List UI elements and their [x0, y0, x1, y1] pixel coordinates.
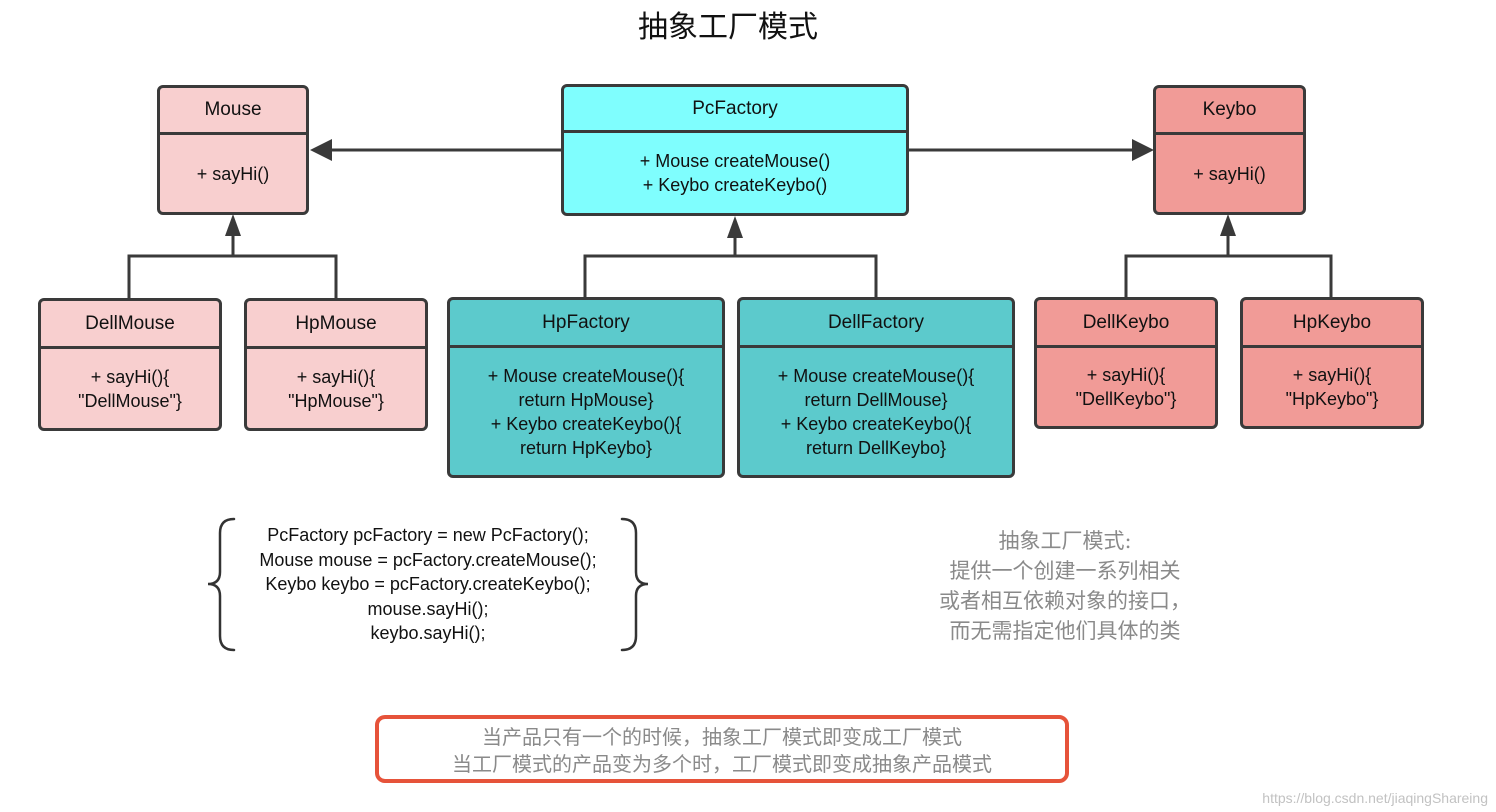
class-dellkeybo[interactable]: DellKeybo + sayHi(){ "DellKeybo"}	[1034, 297, 1218, 429]
association-arrowhead-keybo	[1132, 139, 1154, 161]
method-line: + Keybo createKeybo(){	[490, 413, 682, 434]
inheritance-keybo-connector	[1124, 234, 1333, 298]
class-name: HpMouse	[247, 301, 425, 349]
method-line: + Keybo createKeybo()	[642, 175, 828, 195]
method-line: + sayHi(){	[1292, 365, 1372, 385]
method-line: "DellMouse"}	[78, 390, 182, 411]
note-line: 当产品只有一个的时候，抽象工厂模式即变成工厂模式	[482, 725, 962, 749]
method-line: "DellKeybo"}	[1075, 389, 1177, 409]
method-line: + sayHi()	[196, 163, 270, 184]
class-methods: + sayHi()	[160, 135, 306, 212]
code-line: keybo.sayHi();	[370, 623, 486, 643]
code-line: Keybo keybo = pcFactory.createKeybo();	[265, 574, 591, 594]
code-right-brace	[620, 517, 649, 652]
note-line: 当工厂模式的产品变为多个时，工厂模式即变成抽象产品模式	[452, 752, 992, 776]
inheritance-factory-connector	[583, 236, 878, 298]
class-dellmouse[interactable]: DellMouse + sayHi(){ "DellMouse"}	[38, 298, 222, 431]
class-name: Keybo	[1156, 88, 1303, 135]
method-line: return DellMouse}	[804, 389, 948, 410]
class-mouse[interactable]: Mouse + sayHi()	[157, 85, 309, 215]
inheritance-arrowhead-keybo	[1220, 214, 1236, 236]
class-methods: + Mouse createMouse(){ return HpMouse} +…	[450, 348, 722, 475]
class-methods: + Mouse createMouse() + Keybo createKeyb…	[564, 133, 906, 213]
pattern-description: 抽象工厂模式: 提供一个创建一系列相关 或者相互依赖对象的接口， 而无需指定他们…	[900, 526, 1230, 646]
method-line: + Mouse createMouse(){	[777, 365, 975, 386]
class-name: DellMouse	[41, 301, 219, 349]
inheritance-arrowhead-pcfactory	[727, 216, 743, 238]
class-name: HpKeybo	[1243, 300, 1421, 348]
class-dellfactory[interactable]: DellFactory + Mouse createMouse(){ retur…	[737, 297, 1015, 478]
description-line: 抽象工厂模式:	[998, 529, 1132, 553]
inheritance-mouse-connector	[127, 234, 338, 299]
class-name: DellKeybo	[1037, 300, 1215, 348]
method-line: return DellKeybo}	[805, 437, 947, 458]
class-methods: + sayHi()	[1156, 135, 1303, 212]
description-line: 或者相互依赖对象的接口，	[939, 589, 1191, 613]
class-name: Mouse	[160, 88, 306, 135]
class-pcfactory[interactable]: PcFactory + Mouse createMouse() + Keybo …	[561, 84, 909, 216]
method-line: return HpKeybo}	[519, 437, 653, 458]
code-line: PcFactory pcFactory = new PcFactory();	[267, 525, 589, 545]
method-line: + Mouse createMouse(){	[487, 365, 685, 386]
code-line: Mouse mouse = pcFactory.createMouse();	[259, 549, 597, 570]
method-line: "HpKeybo"}	[1285, 389, 1379, 409]
method-line: return HpMouse}	[518, 389, 654, 410]
class-name: PcFactory	[564, 87, 906, 133]
diagram-title: 抽象工厂模式	[638, 10, 818, 45]
class-methods: + sayHi(){ "DellKeybo"}	[1037, 348, 1215, 426]
class-hpmouse[interactable]: HpMouse + sayHi(){ "HpMouse"}	[244, 298, 428, 431]
description-line: 提供一个创建一系列相关	[949, 559, 1181, 583]
class-hpfactory[interactable]: HpFactory + Mouse createMouse(){ return …	[447, 297, 725, 478]
method-line: + Mouse createMouse()	[639, 151, 831, 171]
class-methods: + sayHi(){ "HpMouse"}	[247, 349, 425, 428]
method-line: + sayHi()	[1193, 163, 1266, 184]
class-keybo[interactable]: Keybo + sayHi()	[1153, 85, 1306, 215]
inheritance-arrowhead-mouse	[225, 214, 241, 236]
method-line: + sayHi(){	[90, 366, 170, 387]
method-line: + sayHi(){	[1086, 365, 1166, 385]
class-hpkeybo[interactable]: HpKeybo + sayHi(){ "HpKeybo"}	[1240, 297, 1424, 429]
class-methods: + sayHi(){ "DellMouse"}	[41, 349, 219, 428]
method-line: + Keybo createKeybo(){	[780, 413, 972, 434]
code-left-brace	[207, 517, 236, 652]
class-methods: + sayHi(){ "HpKeybo"}	[1243, 348, 1421, 426]
class-methods: + Mouse createMouse(){ return DellMouse}…	[740, 348, 1012, 475]
method-line: "HpMouse"}	[288, 390, 384, 411]
code-line: mouse.sayHi();	[367, 598, 489, 619]
highlighted-note: 当产品只有一个的时候，抽象工厂模式即变成工厂模式 当工厂模式的产品变为多个时，工…	[375, 715, 1069, 783]
class-name: DellFactory	[740, 300, 1012, 348]
usage-code-block: PcFactory pcFactory = new PcFactory(); M…	[228, 523, 628, 646]
method-line: + sayHi(){	[296, 366, 376, 387]
watermark: https://blog.csdn.net/jiaqingShareing	[1262, 790, 1488, 806]
description-line: 而无需指定他们具体的类	[949, 619, 1181, 643]
association-arrowhead-mouse	[310, 139, 332, 161]
class-name: HpFactory	[450, 300, 722, 348]
